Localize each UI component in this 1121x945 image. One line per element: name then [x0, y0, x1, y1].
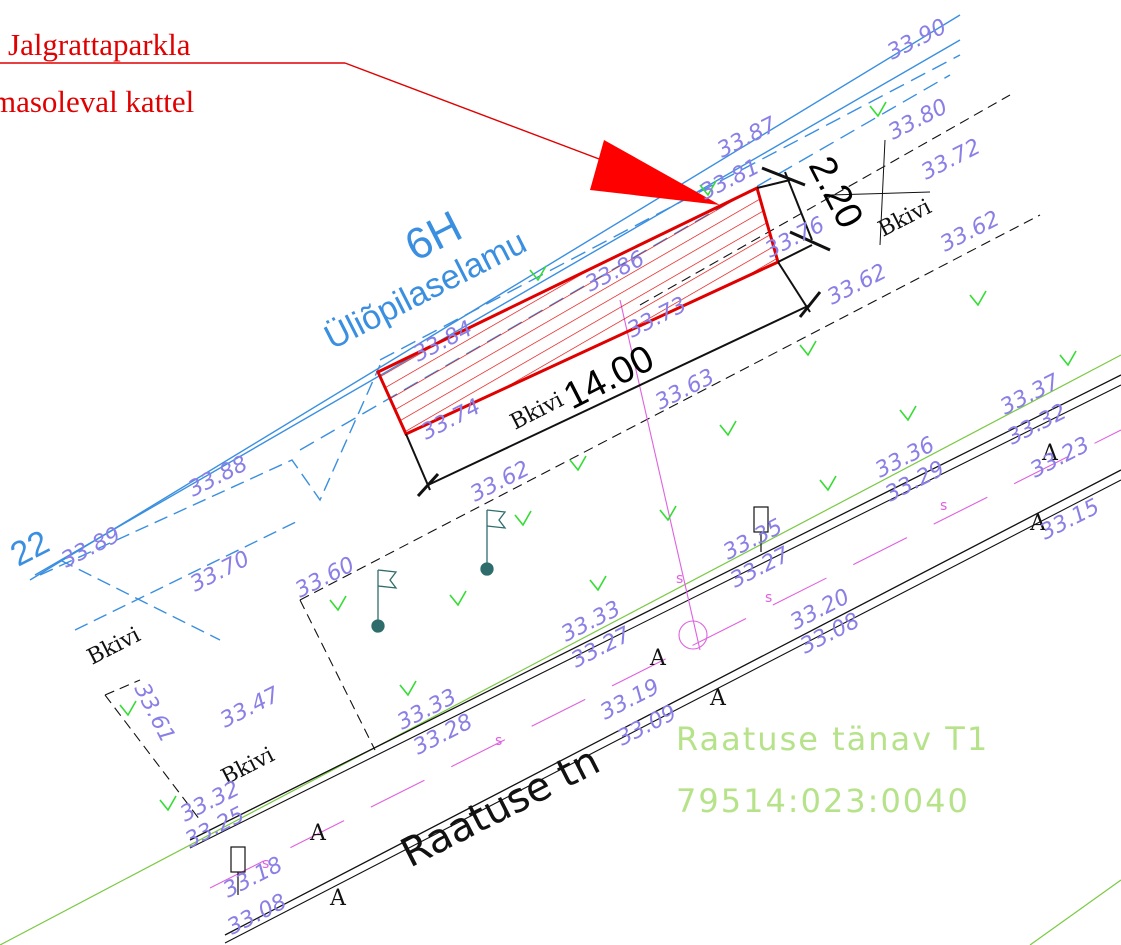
elevation-label: 33.60 — [291, 552, 358, 603]
elevation-label: 33.63 — [651, 364, 718, 415]
sewer-marker: s — [765, 590, 772, 606]
elevation-label: 33.72 — [917, 134, 984, 185]
parcel-name: Raatuse tänav T1 — [676, 720, 989, 758]
parcel-id: 79514:023:0040 — [676, 782, 970, 820]
surface-label: Bkivi — [506, 388, 567, 436]
sewer-marker: s — [495, 733, 502, 749]
elevation-label: 33.15 — [1036, 494, 1103, 545]
street-sign — [230, 506, 769, 895]
elevation-label: 33.62 — [936, 206, 1003, 257]
line-marker: A — [1041, 441, 1059, 466]
elevation-label: 33.88 — [184, 451, 251, 502]
street-name: Raatuse tn — [394, 738, 607, 877]
callout-subtitle: masoleval kattel — [0, 84, 194, 119]
sign-posts — [230, 506, 769, 895]
elevation-label: 33.62 — [823, 259, 890, 310]
line-marker: A — [309, 821, 327, 846]
callout-title: Jalgrattaparkla — [8, 27, 191, 62]
callout-leader — [0, 62, 720, 205]
elevation-label: 33.89 — [57, 522, 124, 573]
flag-sign — [371, 569, 398, 633]
elevation-label: 33.80 — [884, 94, 951, 145]
line-marker: A — [709, 686, 727, 711]
reference-cross — [829, 139, 931, 246]
street-lines — [0, 299, 1121, 945]
line-marker: A — [329, 886, 347, 911]
sewer-marker: s — [262, 856, 269, 872]
building-number: 22 — [4, 523, 55, 574]
flag-sign — [480, 509, 507, 576]
sewer-marker: s — [940, 498, 947, 514]
grass-symbols — [119, 101, 1077, 812]
elevation-label: 33.87 — [713, 112, 780, 163]
line-marker: A — [1029, 511, 1047, 536]
callout-arrowhead — [590, 140, 720, 205]
elevation-label: 33.62 — [466, 456, 533, 507]
elevation-label: 33.23 — [1026, 432, 1093, 483]
elevation-label: 33.70 — [186, 546, 253, 597]
elevation-label: 33.47 — [216, 682, 283, 733]
elevation-label: 33.90 — [883, 14, 950, 65]
surface-label: Bkivi — [874, 195, 935, 243]
dimension-lines — [405, 166, 831, 498]
elevation-label: 33.76 — [761, 212, 828, 263]
line-marker: A — [649, 646, 667, 671]
sewer-marker: s — [676, 571, 683, 587]
surface-label: Bkivi — [83, 623, 144, 671]
